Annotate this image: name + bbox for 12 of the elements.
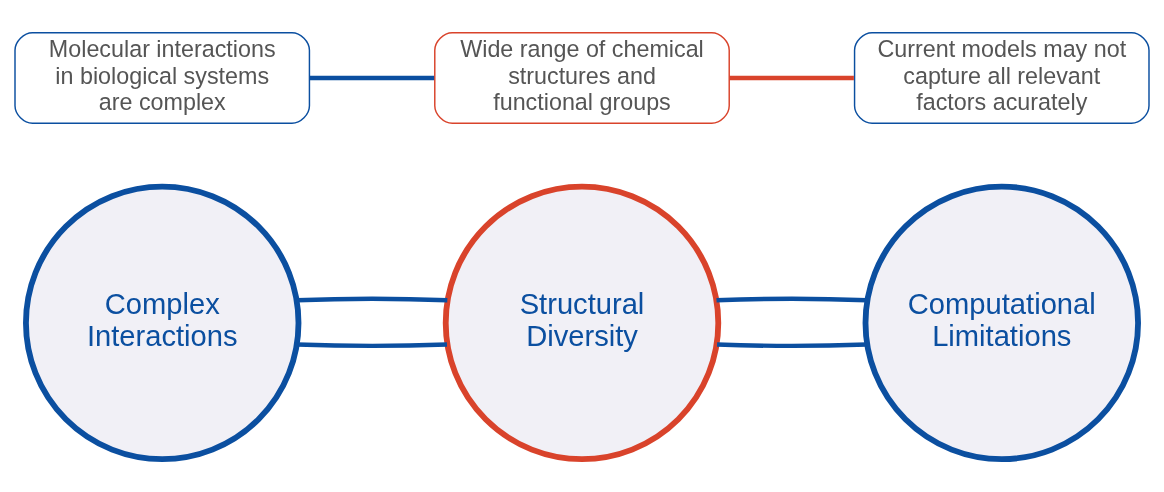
- connector: [296, 296, 448, 303]
- node-circle: Structural Diversity: [442, 183, 722, 463]
- connector: [716, 296, 868, 303]
- node-box: Molecular interactions in biological systems are complex: [14, 32, 311, 124]
- connector: [297, 342, 448, 349]
- node-box: Current models may not capture all relevant factors acurately: [853, 32, 1150, 124]
- node-circle: Complex Interactions: [23, 183, 302, 463]
- connector: [717, 342, 867, 349]
- connector: [309, 75, 435, 81]
- node-box: Wide range of chemical structures and functional groups: [434, 32, 730, 124]
- connector: [729, 75, 854, 81]
- node-circle: Computational Limitations: [862, 183, 1141, 463]
